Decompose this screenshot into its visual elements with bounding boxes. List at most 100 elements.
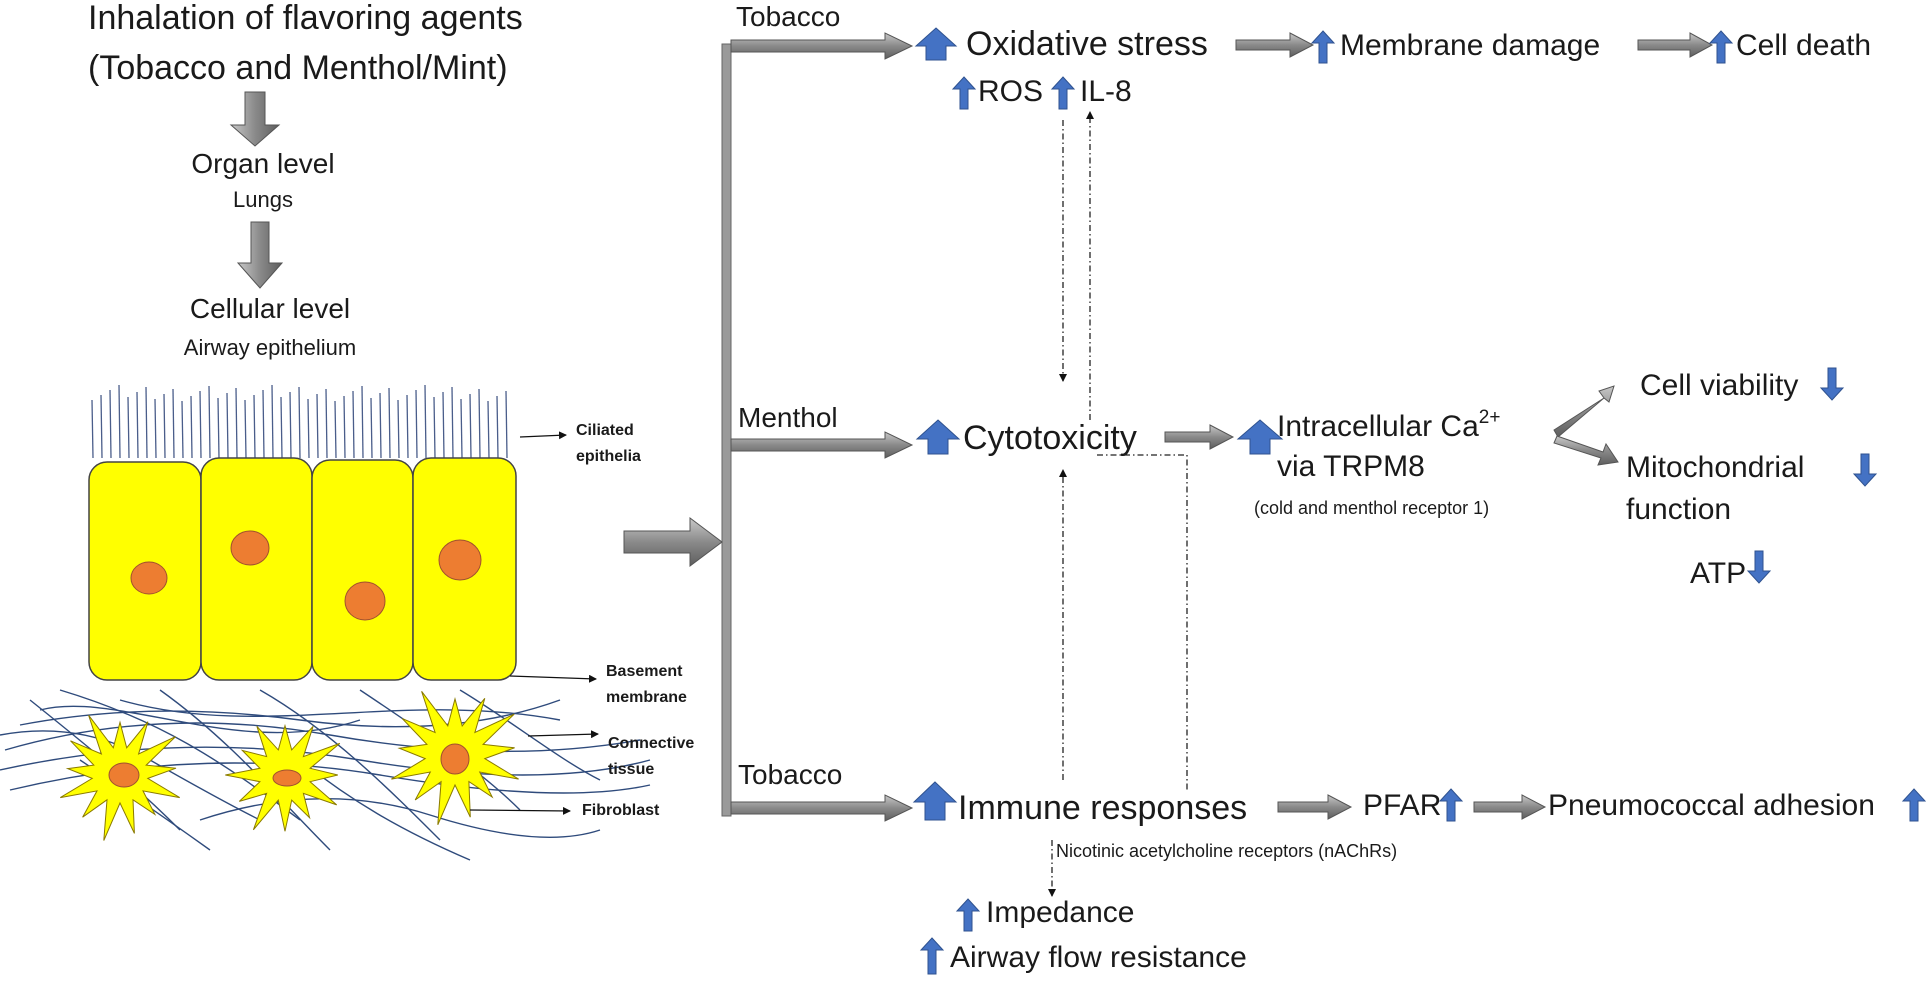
cilium — [145, 386, 148, 459]
pfar-label: PFAR — [1363, 789, 1441, 822]
cilium — [343, 395, 346, 459]
fiber — [259, 689, 441, 841]
cilium — [316, 393, 319, 459]
cilium — [352, 390, 355, 459]
branch-label-tobacco-bottom: Tobacco — [738, 759, 842, 790]
calcium-line1: Intracellular Ca2+ — [1277, 407, 1500, 443]
nucleus — [230, 530, 270, 566]
arrow-to-mito — [1553, 435, 1619, 466]
cilium — [460, 398, 463, 459]
branch-arrow-top — [730, 32, 914, 60]
fibroblast-nucleus — [108, 762, 140, 788]
cilium — [109, 389, 112, 459]
cilium — [199, 390, 202, 459]
dashed-connectors — [1048, 111, 1188, 897]
cilium — [253, 394, 256, 459]
up-arrow-icon — [951, 76, 977, 110]
up-arrow-icon — [1310, 30, 1336, 64]
cilium — [172, 388, 175, 459]
cilium — [100, 394, 103, 459]
up-arrow-icon — [1708, 30, 1734, 64]
cilium — [388, 387, 391, 459]
cilium — [136, 391, 139, 459]
fiber — [19, 699, 561, 728]
nucleus — [130, 561, 168, 595]
branch-arrows — [730, 32, 914, 822]
down-arrow-2 — [236, 221, 284, 289]
main-trunk — [623, 43, 732, 817]
airway-label: Airway flow resistance — [950, 941, 1247, 974]
epithelial-cell — [200, 457, 313, 681]
up-arrow-icon — [1236, 419, 1284, 455]
cilium — [370, 397, 373, 459]
nachr-note: Nicotinic acetylcholine receptors (nAChR… — [1056, 841, 1397, 861]
label-ciliated: Ciliated — [576, 422, 634, 439]
cilium — [379, 392, 382, 459]
label-connective: Connective — [608, 735, 694, 752]
cilium — [334, 400, 337, 459]
fiber — [459, 689, 601, 781]
fibroblast-nucleus — [272, 769, 302, 787]
nucleus — [438, 539, 482, 581]
atp-label: ATP — [1690, 557, 1746, 590]
cilium — [217, 397, 220, 459]
label-basement-2: membrane — [606, 689, 687, 706]
organ-level-title: Organ level — [191, 148, 334, 179]
cilium — [487, 400, 490, 459]
branch-label-menthol: Menthol — [738, 402, 838, 433]
cilium — [181, 400, 184, 459]
cilium — [163, 393, 166, 459]
cilium — [280, 396, 283, 459]
up-arrow-icon — [1438, 788, 1464, 822]
fiber — [39, 705, 361, 734]
label-fibroblast: Fibroblast — [582, 802, 660, 819]
trpm8-note: (cold and menthol receptor 1) — [1254, 498, 1489, 518]
cilia — [91, 384, 508, 459]
cilium — [406, 394, 409, 459]
cilium — [361, 385, 364, 459]
cilium — [496, 395, 499, 459]
arrow-cyto-to-calcium — [1164, 424, 1235, 450]
cilium — [271, 384, 274, 459]
cilium — [154, 398, 157, 459]
arrow-to-trunk — [623, 517, 723, 567]
down-arrow-1 — [229, 91, 281, 147]
big-up-arrows — [912, 27, 1284, 821]
cilium — [235, 387, 238, 459]
up-arrow-icon — [1050, 76, 1076, 110]
cilium — [325, 388, 328, 459]
down-arrows — [1746, 367, 1878, 584]
il8-label: IL-8 — [1080, 75, 1132, 108]
cilium — [262, 389, 265, 459]
cilium — [451, 386, 454, 459]
cilium — [226, 392, 229, 459]
branch-arrow-bottom — [730, 794, 914, 822]
up-arrow-icon — [919, 937, 945, 975]
branch-arrow-middle — [730, 431, 914, 459]
label-basement: Basement — [606, 663, 683, 680]
cilium — [307, 398, 310, 459]
arrow-ox-to-membrane — [1235, 32, 1315, 58]
pneumococcal-adhesion: Pneumococcal adhesion — [1548, 789, 1875, 822]
immune-responses: Immune responses — [958, 789, 1247, 827]
label-ciliated-2: epithelia — [576, 448, 641, 465]
up-arrow-icon — [914, 27, 958, 61]
mito-line2: function — [1626, 493, 1731, 526]
cell-death: Cell death — [1736, 29, 1871, 62]
membrane-damage: Membrane damage — [1340, 29, 1600, 62]
cellular-level-sub: Airway epithelium — [184, 335, 356, 360]
cilium — [397, 399, 400, 459]
fibroblast-cell — [225, 723, 341, 832]
down-arrow-icon — [1819, 367, 1845, 401]
title-line1: Inhalation of flavoring agents — [88, 0, 523, 37]
arrow-immune-to-pfar — [1277, 794, 1353, 820]
cell-viability: Cell viability — [1640, 369, 1798, 402]
up-arrow-icon — [955, 898, 981, 932]
fibroblast-nucleus — [440, 743, 470, 775]
organ-level-sub: Lungs — [233, 187, 293, 212]
down-arrow-icon — [1852, 453, 1878, 487]
cilium — [469, 393, 472, 459]
cilium — [289, 391, 292, 459]
